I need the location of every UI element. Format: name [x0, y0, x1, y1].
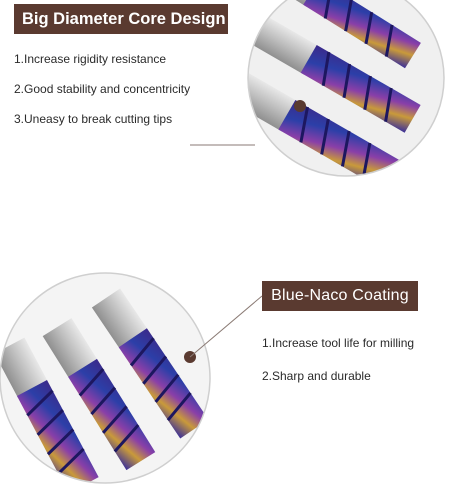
- feature-item: 3.Uneasy to break cutting tips: [14, 112, 173, 126]
- section-title-core-design: Big Diameter Core Design: [14, 4, 228, 34]
- end-mill-closeup-icon: [247, 0, 445, 177]
- section-title-coating: Blue-Naco Coating: [262, 281, 418, 311]
- feature-item: 1.Increase rigidity resistance: [14, 52, 167, 66]
- feature-item: 2.Sharp and durable: [262, 369, 371, 383]
- pointer-line: [189, 295, 263, 358]
- feature-item: 2.Good stability and concentricity: [14, 82, 191, 96]
- end-mills-group-icon: [0, 272, 211, 484]
- feature-item: 1.Increase tool life for milling: [262, 336, 415, 350]
